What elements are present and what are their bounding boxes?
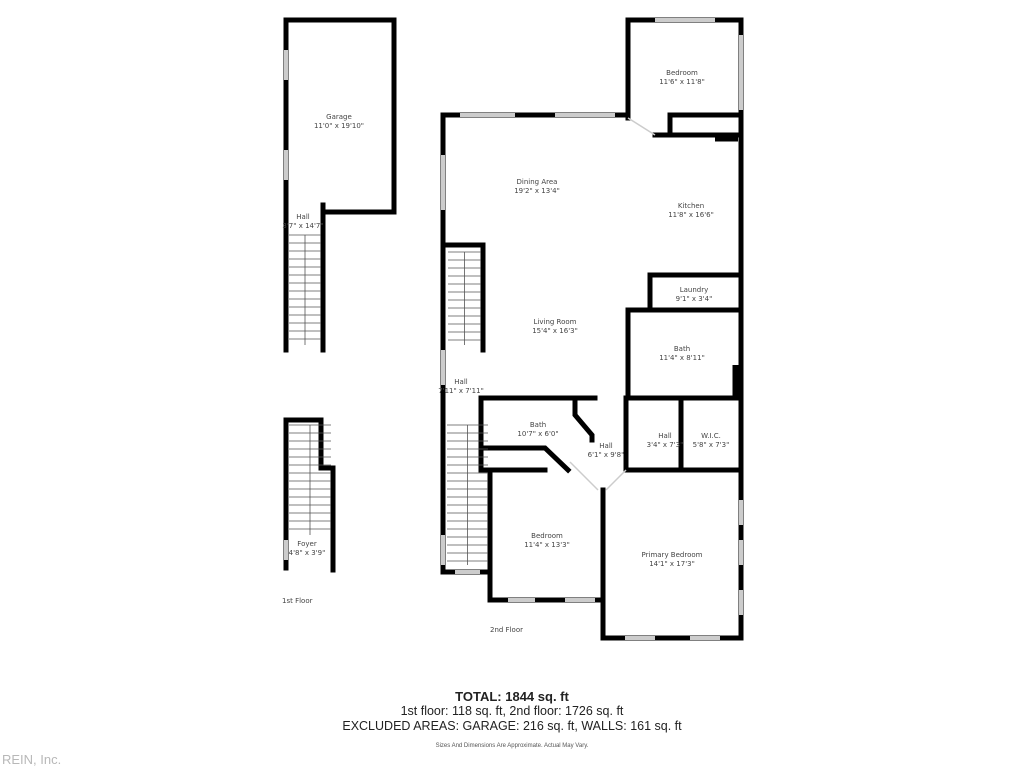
room-dims: 19'2" x 13'4" <box>514 187 560 195</box>
room-dims: 11'8" x 16'6" <box>668 211 714 219</box>
watermark: REIN, Inc. <box>2 752 62 767</box>
excluded-areas: EXCLUDED AREAS: GARAGE: 216 sq. ft, WALL… <box>342 719 682 733</box>
room-wic: W.I.C.5'8" x 7'3" <box>693 432 730 450</box>
room-dims: 4'8" x 3'9" <box>288 549 326 557</box>
room-name: Bedroom <box>666 69 698 77</box>
room-name: Hall <box>454 378 468 386</box>
room-dims: 11'6" x 11'8" <box>659 78 705 86</box>
room-name: Hall <box>658 432 672 440</box>
floor-label-2nd: 2nd Floor <box>490 626 523 634</box>
room-name: Hall <box>296 213 310 221</box>
room-name: Kitchen <box>677 202 705 210</box>
room-dims: 11'4" x 13'3" <box>524 541 570 549</box>
room-dims: 11'4" x 8'11" <box>659 354 705 362</box>
room-dims: 15'4" x 16'3" <box>532 327 578 335</box>
room-name: Living Room <box>533 318 577 326</box>
room-name: Laundry <box>679 286 709 294</box>
walls-2nd-floor <box>440 17 744 641</box>
floor-areas: 1st floor: 118 sq. ft, 2nd floor: 1726 s… <box>400 704 624 718</box>
windows <box>284 18 743 640</box>
thick-walls <box>715 132 742 398</box>
door-swings <box>569 117 656 491</box>
room-name: Bedroom <box>531 532 563 540</box>
room-dims: 6'1" x 9'8" <box>587 451 625 459</box>
room-dims: 5'8" x 7'3" <box>692 441 730 449</box>
disclaimer: Sizes And Dimensions Are Approximate. Ac… <box>435 743 589 749</box>
foyer-walls <box>283 417 336 573</box>
room-dims: 7'11" x 7'11" <box>438 387 484 395</box>
room-name: Foyer <box>297 540 317 548</box>
floor-label-1st: 1st Floor <box>282 597 313 605</box>
room-dims: 14'1" x 17'3" <box>649 560 695 568</box>
room-name: Garage <box>326 113 352 121</box>
room-name: Primary Bedroom <box>641 551 703 559</box>
garage-walls <box>283 17 397 353</box>
room-name: Hall <box>599 442 613 450</box>
room-dims: 9'1" x 3'4" <box>675 295 713 303</box>
room-name: Bath <box>673 345 691 353</box>
room-dims: 10'7" x 6'0" <box>517 430 559 438</box>
room-dims: 3'4" x 7'3" <box>646 441 684 449</box>
total-area: TOTAL: 1844 sq. ft <box>455 689 569 704</box>
room-dims: 11'0" x 19'10" <box>313 122 365 130</box>
stairs <box>289 234 488 565</box>
room-dims: 3'7" x 14'7" <box>282 222 324 230</box>
room-name: Dining Area <box>516 178 558 186</box>
room-name: Bath <box>529 421 547 429</box>
room-name: W.I.C. <box>701 432 721 440</box>
walls-1st-floor <box>283 17 397 573</box>
